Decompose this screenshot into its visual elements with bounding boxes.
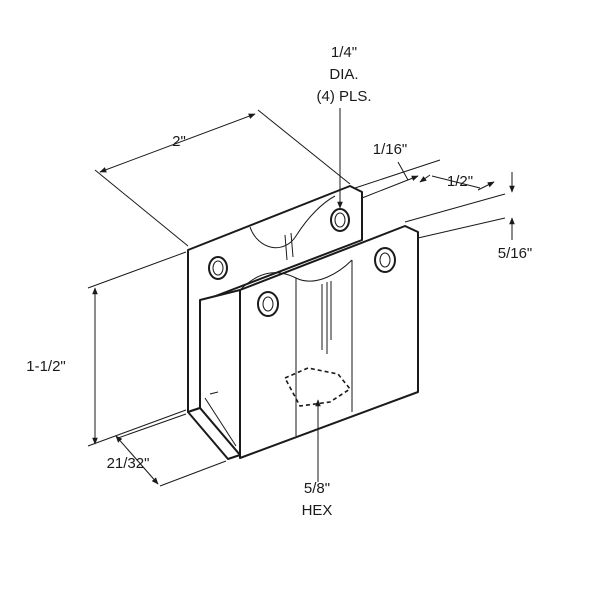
front-plate	[239, 225, 419, 459]
front-plate-hole-right	[374, 247, 396, 273]
wall-thickness-label: 1/16"	[373, 141, 408, 158]
hole-center-offset-label: 1/2"	[447, 173, 473, 190]
hole-edge-offset-label: 5/16"	[498, 245, 533, 262]
hole-count-label: (4) PLS.	[316, 88, 371, 105]
width-label: 2"	[172, 133, 186, 150]
hole-dia-label: DIA.	[329, 66, 358, 83]
dimension-lines	[87, 108, 515, 487]
hidden-hex-nut	[283, 367, 352, 407]
hex-label: HEX	[302, 502, 333, 519]
hole-size-label: 1/4"	[331, 44, 357, 61]
back-plate	[187, 185, 363, 413]
hex-size-label: 5/8"	[304, 480, 330, 497]
back-plate-hole-right	[330, 208, 350, 232]
height-label: 1-1/2"	[26, 358, 66, 375]
front-plate-hole-left	[257, 291, 279, 317]
back-plate-hole-left	[208, 256, 228, 280]
depth-label: 21/32"	[107, 455, 150, 472]
